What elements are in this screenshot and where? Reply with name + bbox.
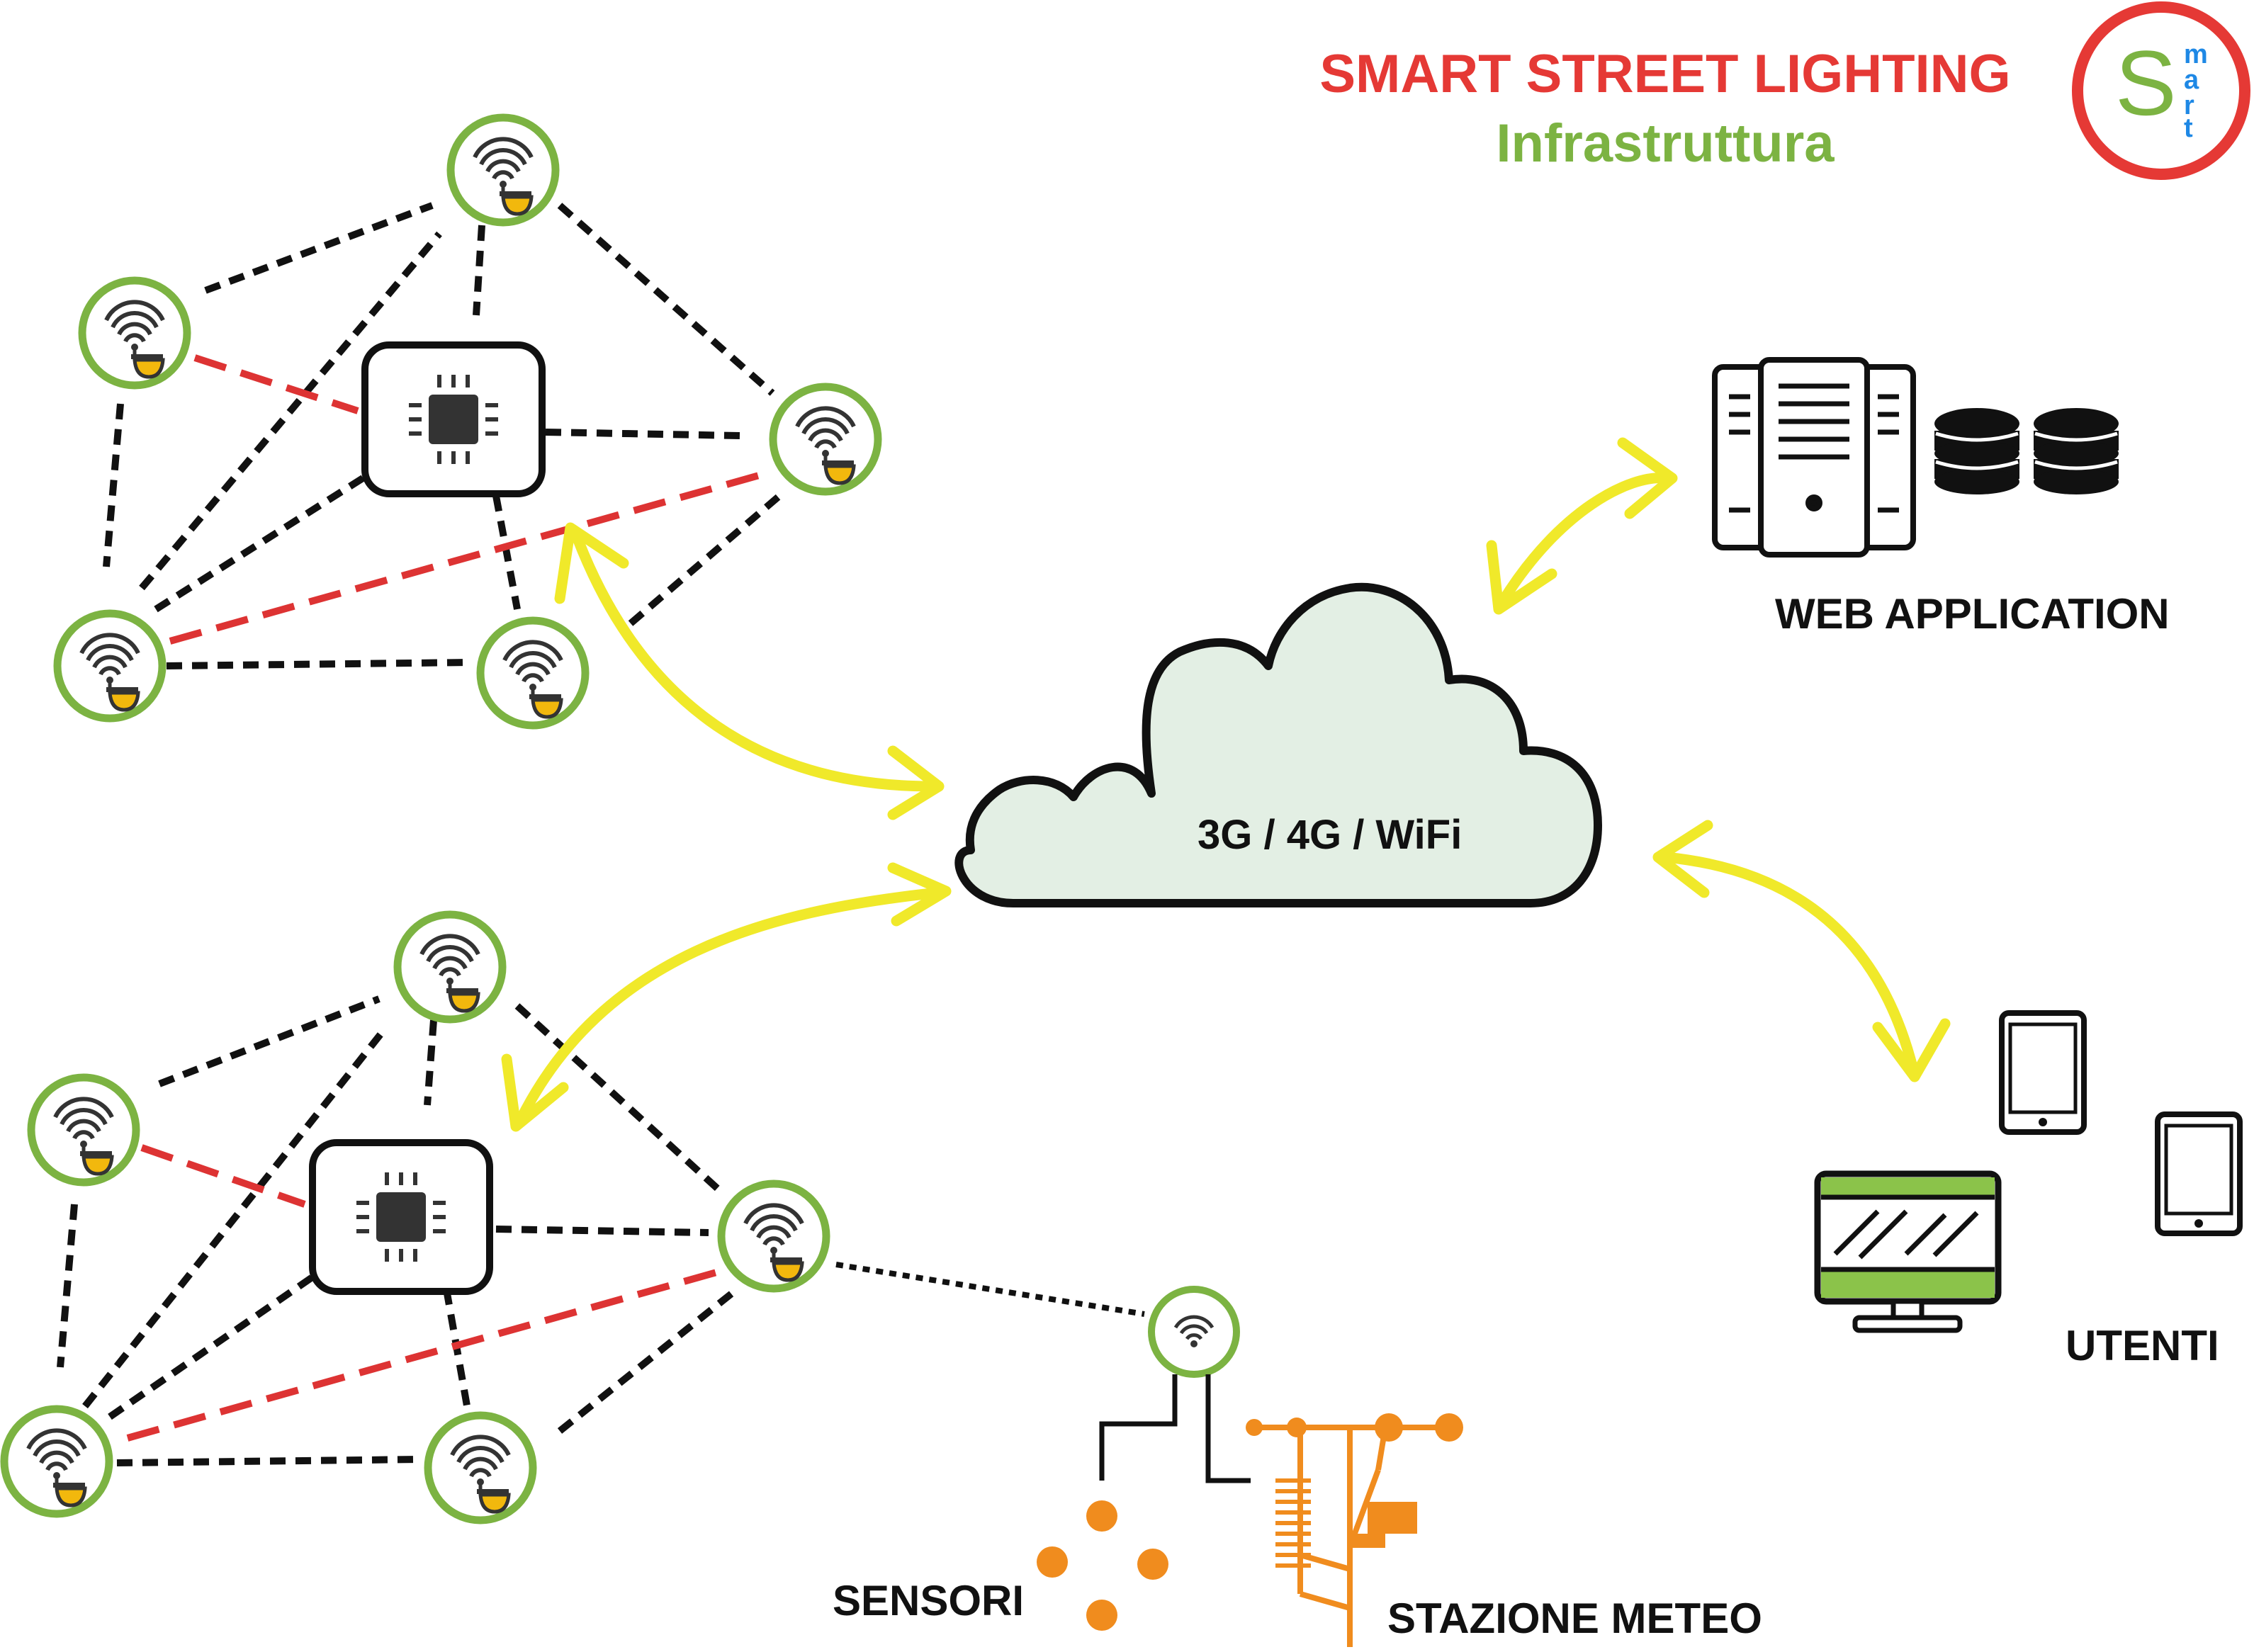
- monitor-icon: [1814, 1170, 2002, 1333]
- wifi-sensor-icon: [1151, 1289, 1236, 1374]
- wifi-lamp-icon: [428, 1415, 533, 1520]
- cloud-label: 3G / 4G / WiFi: [1198, 812, 1463, 858]
- chip-gateway-icon: [365, 345, 542, 494]
- wifi-lamp-icon: [480, 621, 585, 725]
- wifi-lamp-icon: [451, 118, 556, 222]
- weather-station-icon: [1254, 1425, 1449, 1647]
- cluster-2-links: [57, 995, 1145, 1466]
- tablet-icon: [2002, 1013, 2084, 1132]
- arrow-cluster2-cloud: [515, 887, 945, 1125]
- logo-side-letter: r: [2184, 91, 2194, 120]
- utenti-label: UTENTI: [2066, 1322, 2219, 1369]
- chip-gateway-icon: [312, 1143, 490, 1291]
- cloud-icon: [954, 582, 1602, 907]
- tablet-icon: [2158, 1114, 2240, 1233]
- wifi-lamp-icon: [31, 1077, 136, 1182]
- arrow-cloud-web: [1497, 473, 1671, 608]
- logo-side-letter: m: [2184, 40, 2208, 69]
- logo-side-letter: t: [2184, 113, 2193, 143]
- wifi-lamp-icon: [398, 915, 502, 1019]
- wifi-lamp-icon: [82, 281, 187, 385]
- cluster-1: [57, 118, 878, 725]
- sensori-label: SENSORI: [833, 1577, 1025, 1624]
- sensor-wiring: [1099, 1374, 1251, 1483]
- connection-arrows: [501, 437, 1951, 1132]
- sensors-icon: [1037, 1500, 1168, 1631]
- arrow-cloud-users: [1659, 852, 1919, 1075]
- wifi-lamp-icon: [4, 1409, 109, 1514]
- database-icon: [1934, 408, 2119, 494]
- logo-letter-s: S: [2115, 31, 2177, 135]
- cluster-2: [4, 915, 826, 1520]
- logo-side-letter: a: [2184, 65, 2199, 95]
- weather-station-parts: [1246, 1413, 1463, 1548]
- cluster-1-links: [103, 202, 782, 669]
- wifi-lamp-icon: [57, 613, 162, 718]
- server-rack-icon: [1712, 357, 1916, 558]
- wifi-lamp-icon: [721, 1184, 826, 1289]
- page-title: SMART STREET LIGHTING: [1319, 44, 2011, 104]
- logo-ring-icon: [2072, 1, 2250, 180]
- wifi-lamp-icon: [773, 387, 878, 492]
- stazione-meteo-label: STAZIONE METEO: [1387, 1595, 1762, 1642]
- arrow-cluster1-cloud: [572, 533, 937, 792]
- web-application-label: WEB APPLICATION: [1775, 590, 2170, 638]
- page-subtitle: Infrastruttura: [1496, 113, 1835, 174]
